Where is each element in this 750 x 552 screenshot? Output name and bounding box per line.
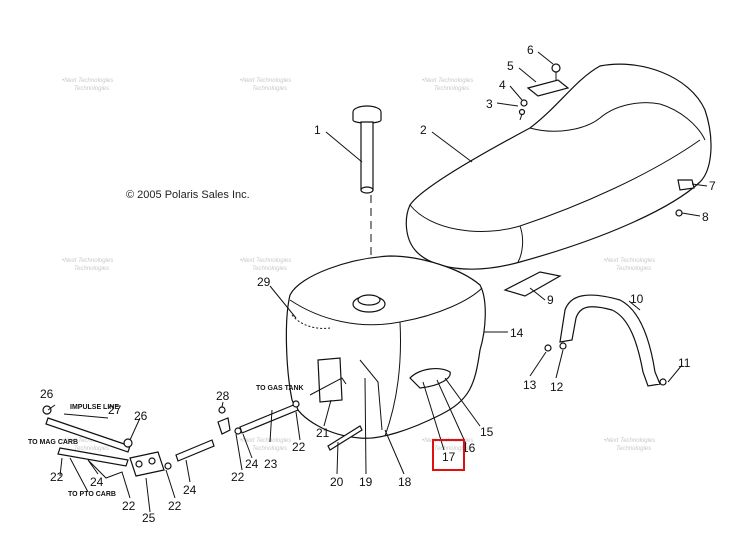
watermark: •Next Technologies [240, 438, 291, 444]
callout-1[interactable]: 1 [314, 123, 321, 137]
callout-12[interactable]: 12 [550, 380, 564, 394]
leader-lines [47, 51, 708, 513]
callout-6[interactable]: 6 [527, 43, 534, 57]
watermark: Technologies [252, 446, 287, 452]
callout-26-a[interactable]: 26 [40, 387, 54, 401]
callout-19[interactable]: 19 [359, 475, 373, 489]
watermark: •Next Technologies [604, 258, 655, 264]
watermark: Technologies [74, 86, 109, 92]
nut-12[interactable] [559, 342, 567, 350]
label-to-mag-carb: TO MAG CARB [28, 439, 78, 446]
callout-17-highlight [432, 439, 465, 471]
watermark: •Next Technologies [240, 78, 291, 84]
callout-17[interactable]: 17 [442, 450, 456, 464]
tank-strap[interactable] [559, 294, 661, 387]
seat-hardware[interactable] [518, 63, 570, 121]
callout-2[interactable]: 2 [420, 123, 427, 137]
callout-29[interactable]: 29 [257, 275, 271, 289]
label-impulse-line: IMPULSE LINE [70, 404, 119, 411]
watermark: •Next Technologies [62, 438, 113, 444]
label-to-pto-carb: TO PTO CARB [68, 491, 116, 498]
watermark: Technologies [252, 266, 287, 272]
nut-11[interactable] [659, 378, 667, 386]
callout-13[interactable]: 13 [523, 378, 537, 392]
watermark: •Next Technologies [62, 78, 113, 84]
bolt-13[interactable] [544, 344, 552, 352]
watermark: Technologies [252, 86, 287, 92]
callout-14[interactable]: 14 [510, 326, 524, 340]
callout-11[interactable]: 11 [678, 356, 691, 370]
fuel-filler[interactable] [352, 105, 382, 194]
callout-22-e[interactable]: 22 [50, 470, 64, 484]
copyright-text: © 2005 Polaris Sales Inc. [126, 189, 250, 201]
callout-20[interactable]: 20 [330, 475, 344, 489]
watermark: Technologies [434, 86, 469, 92]
callout-4[interactable]: 4 [499, 78, 506, 92]
callout-24-a[interactable]: 24 [245, 457, 259, 471]
callout-24-c[interactable]: 24 [90, 475, 104, 489]
callout-9[interactable]: 9 [547, 293, 554, 307]
callout-5[interactable]: 5 [507, 59, 514, 73]
callout-24-b[interactable]: 24 [183, 483, 197, 497]
callout-numbers: 1 2 3 4 5 6 7 8 9 10 11 12 13 14 15 16 1… [40, 43, 716, 525]
callout-26-b[interactable]: 26 [134, 409, 148, 423]
watermark: •Next Technologies [62, 258, 113, 264]
callout-22-b[interactable]: 22 [231, 470, 245, 484]
callout-15[interactable]: 15 [480, 425, 494, 439]
watermark: Technologies [616, 266, 651, 272]
callout-21[interactable]: 21 [316, 426, 330, 440]
callout-28[interactable]: 28 [216, 389, 230, 403]
callout-7[interactable]: 7 [709, 179, 716, 193]
fuel-tank[interactable] [285, 255, 486, 439]
watermark: Technologies [74, 446, 109, 452]
callout-18[interactable]: 18 [398, 475, 412, 489]
callout-22-d[interactable]: 22 [122, 499, 136, 513]
callout-25[interactable]: 25 [142, 511, 156, 525]
label-to-gas-tank: TO GAS TANK [256, 385, 304, 392]
seat[interactable] [405, 63, 712, 297]
callout-3[interactable]: 3 [486, 97, 493, 111]
callout-8[interactable]: 8 [702, 210, 709, 224]
watermark: Technologies [74, 266, 109, 272]
watermark: •Next Technologies [604, 438, 655, 444]
callout-23[interactable]: 23 [264, 457, 278, 471]
callout-22-a[interactable]: 22 [292, 440, 306, 454]
fuel-pump-assembly[interactable] [42, 359, 383, 477]
watermark: Technologies [434, 446, 469, 452]
callout-10[interactable]: 10 [630, 292, 644, 306]
text-labels: IMPULSE LINE TO MAG CARB TO PTO CARB TO … [28, 385, 304, 498]
callout-22-c[interactable]: 22 [168, 499, 182, 513]
callout-27[interactable]: 27 [108, 403, 122, 417]
bolt-8[interactable] [675, 209, 683, 217]
callout-16[interactable]: 16 [462, 441, 476, 455]
watermark: Technologies [616, 446, 651, 452]
watermark: •Next Technologies [240, 258, 291, 264]
watermark: •Next Technologies [422, 78, 473, 84]
